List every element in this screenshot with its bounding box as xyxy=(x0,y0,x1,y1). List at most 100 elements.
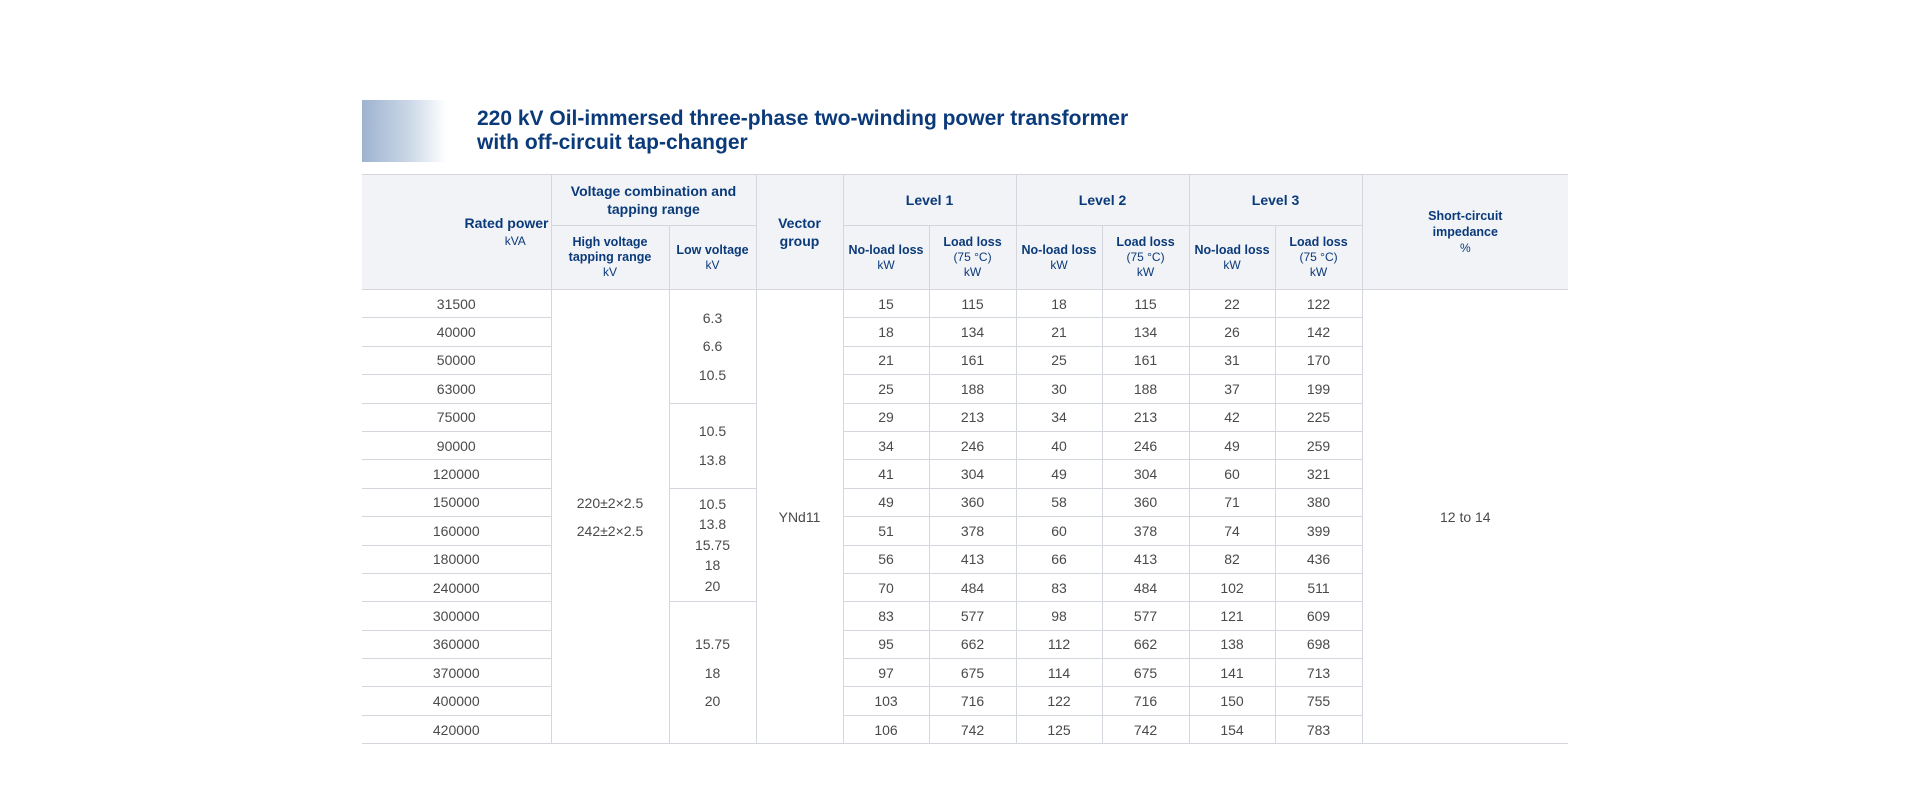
cell-rated-power: 31500 xyxy=(362,288,552,319)
cell-l1-load-loss: 134 xyxy=(928,317,1017,347)
header-no-load-loss-unit: kW xyxy=(1050,257,1068,272)
header-voltage-combination: Voltage combination and tapping range xyxy=(550,174,757,226)
cell-rated-power: 90000 xyxy=(362,430,552,461)
cell-rated-power: 75000 xyxy=(362,402,552,432)
header-low-voltage-label: Low voltage xyxy=(676,242,749,257)
cell-l2-no-load-loss: 114 xyxy=(1015,658,1103,688)
cell-l2-load-loss: 413 xyxy=(1101,544,1190,574)
header-no-load-loss-unit: kW xyxy=(877,257,895,272)
header-load-loss-label: Load loss xyxy=(1289,235,1348,249)
cell-l1-no-load-loss: 49 xyxy=(842,487,930,518)
cell-l3-no-load-loss: 121 xyxy=(1188,601,1276,631)
header-load-loss-temp: (75 °C) xyxy=(1126,250,1165,264)
cell-l3-no-load-loss: 31 xyxy=(1188,345,1276,376)
header-short-circuit: Short-circuit impedance % xyxy=(1361,174,1569,290)
header-l1-no-load-loss: No-load loss kW xyxy=(842,225,930,290)
cell-l3-load-loss: 199 xyxy=(1274,374,1363,404)
cell-l3-no-load-loss: 60 xyxy=(1188,459,1276,489)
low-voltage-value: 6.3 xyxy=(702,309,723,326)
cell-l3-load-loss: 259 xyxy=(1274,430,1363,461)
cell-l3-load-loss: 321 xyxy=(1274,459,1363,489)
low-voltage-value: 10.5 xyxy=(698,366,727,383)
cell-l2-no-load-loss: 40 xyxy=(1015,430,1103,461)
cell-rated-power: 300000 xyxy=(362,601,552,631)
cell-l3-load-loss: 225 xyxy=(1274,402,1363,432)
header-no-load-loss-label: No-load loss xyxy=(1194,242,1270,257)
cell-l3-no-load-loss: 74 xyxy=(1188,516,1276,546)
cell-l2-no-load-loss: 18 xyxy=(1015,288,1103,319)
cell-l1-no-load-loss: 83 xyxy=(842,601,930,631)
header-level-1: Level 1 xyxy=(842,174,1017,226)
cell-l3-no-load-loss: 22 xyxy=(1188,288,1276,319)
cell-l2-no-load-loss: 125 xyxy=(1015,714,1103,745)
low-voltage-value: 18 xyxy=(704,557,721,574)
cell-rated-power: 160000 xyxy=(362,516,552,546)
cell-l2-no-load-loss: 66 xyxy=(1015,544,1103,574)
cell-l3-no-load-loss: 138 xyxy=(1188,629,1276,660)
cell-l1-load-loss: 662 xyxy=(928,629,1017,660)
cell-l1-load-loss: 484 xyxy=(928,572,1017,603)
cell-l3-no-load-loss: 102 xyxy=(1188,572,1276,603)
header-rated-power-unit: kVA xyxy=(504,234,526,248)
cell-l2-load-loss: 213 xyxy=(1101,402,1190,432)
cell-l2-no-load-loss: 58 xyxy=(1015,487,1103,518)
header-l2-no-load-loss: No-load loss kW xyxy=(1015,225,1103,290)
header-load-loss-label: Load loss xyxy=(943,235,1002,249)
cell-l3-no-load-loss: 141 xyxy=(1188,658,1276,688)
cell-l1-no-load-loss: 34 xyxy=(842,430,930,461)
header-no-load-loss-label: No-load loss xyxy=(848,242,924,257)
header-rated-power: Rated power kVA xyxy=(362,174,552,290)
header-low-voltage: Low voltage kV xyxy=(668,225,757,290)
cell-rated-power: 63000 xyxy=(362,374,552,404)
header-l3-no-load-loss: No-load loss kW xyxy=(1188,225,1276,290)
cell-l2-no-load-loss: 34 xyxy=(1015,402,1103,432)
cell-l1-no-load-loss: 97 xyxy=(842,658,930,688)
cell-l3-no-load-loss: 49 xyxy=(1188,430,1276,461)
low-voltage-value: 20 xyxy=(704,693,721,710)
cell-l2-no-load-loss: 98 xyxy=(1015,601,1103,631)
header-low-voltage-unit: kV xyxy=(705,257,720,272)
cell-l2-load-loss: 246 xyxy=(1101,430,1190,461)
cell-l1-load-loss: 304 xyxy=(928,459,1017,489)
title-line-2: with off-circuit tap-changer xyxy=(477,131,748,154)
low-voltage-value: 6.6 xyxy=(702,338,723,355)
header-level-2: Level 2 xyxy=(1015,174,1190,226)
cell-l3-load-loss: 698 xyxy=(1274,629,1363,660)
cell-l3-no-load-loss: 82 xyxy=(1188,544,1276,574)
cell-l3-load-loss: 142 xyxy=(1274,317,1363,347)
cell-l1-load-loss: 413 xyxy=(928,544,1017,574)
cell-l3-load-loss: 783 xyxy=(1274,714,1363,745)
cell-rated-power: 150000 xyxy=(362,487,552,518)
cell-l3-no-load-loss: 150 xyxy=(1188,686,1276,716)
cell-l1-load-loss: 716 xyxy=(928,686,1017,716)
low-voltage-value: 10.5 xyxy=(698,423,727,440)
header-load-loss-temp: (75 °C) xyxy=(953,250,992,264)
low-voltage-value: 18 xyxy=(704,664,721,681)
cell-l2-load-loss: 716 xyxy=(1101,686,1190,716)
cell-l2-load-loss: 115 xyxy=(1101,288,1190,319)
cell-l2-no-load-loss: 21 xyxy=(1015,317,1103,347)
header-high-voltage-label: High voltage tapping range xyxy=(568,235,652,264)
cell-l3-load-loss: 436 xyxy=(1274,544,1363,574)
title-line-1: 220 kV Oil-immersed three-phase two-wind… xyxy=(477,107,1129,130)
cell-l1-load-loss: 213 xyxy=(928,402,1017,432)
header-level-3: Level 3 xyxy=(1188,174,1363,226)
header-short-circuit-label: Short-circuit impedance xyxy=(1428,209,1503,239)
header-vector-group: Vector group xyxy=(755,174,844,290)
cell-rated-power: 180000 xyxy=(362,544,552,574)
header-l1-load-loss: Load loss (75 °C) kW xyxy=(928,225,1017,290)
cell-l3-no-load-loss: 154 xyxy=(1188,714,1276,745)
cell-l1-no-load-loss: 15 xyxy=(842,288,930,319)
cell-l2-no-load-loss: 83 xyxy=(1015,572,1103,603)
cell-l2-load-loss: 304 xyxy=(1101,459,1190,489)
